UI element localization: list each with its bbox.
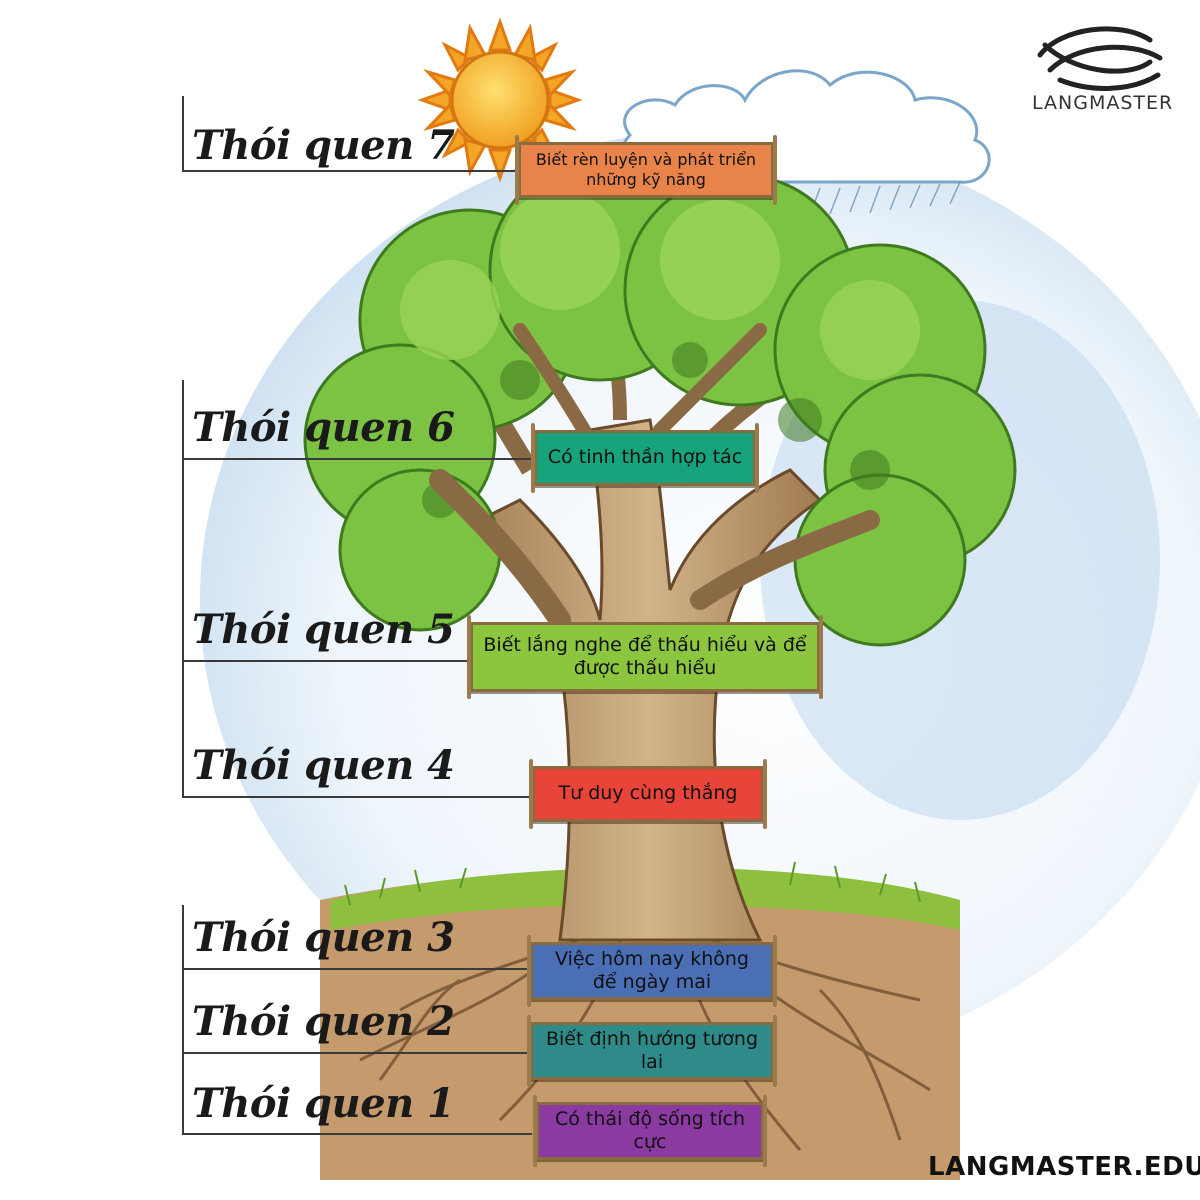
habit-4-sign-text: Tư duy cùng thắng bbox=[559, 782, 738, 805]
bracket-line-bottom bbox=[182, 905, 184, 1135]
habit-7-sign: Biết rèn luyện và phát triển những kỹ nă… bbox=[518, 142, 774, 198]
habit-3-sign: Việc hôm nay không để ngày mai bbox=[530, 942, 774, 1000]
habit-1-label: Thói quen 1 bbox=[192, 1080, 455, 1127]
connector-line-3 bbox=[182, 968, 528, 970]
habit-3-sign-text: Việc hôm nay không để ngày mai bbox=[541, 948, 763, 994]
langmaster-logo-text: LANGMASTER bbox=[1032, 92, 1173, 114]
connector-line-2 bbox=[182, 1052, 528, 1054]
habit-4-label: Thói quen 4 bbox=[192, 742, 455, 789]
site-url: LANGMASTER.EDU.VN bbox=[928, 1152, 1200, 1182]
habit-1-sign: Có thái độ sống tích cực bbox=[536, 1102, 764, 1160]
habit-2-sign-text: Biết định hướng tương lai bbox=[541, 1028, 763, 1074]
bracket-line-top bbox=[182, 96, 184, 172]
habit-3-label: Thói quen 3 bbox=[192, 914, 455, 961]
habit-7-sign-text: Biết rèn luyện và phát triển những kỹ nă… bbox=[529, 150, 763, 189]
habit-4-sign: Tư duy cùng thắng bbox=[532, 766, 764, 822]
connector-line-5 bbox=[182, 660, 467, 662]
connector-line-1 bbox=[182, 1133, 532, 1135]
habit-5-sign: Biết lắng nghe để thấu hiểu và để được t… bbox=[470, 622, 820, 692]
habit-1-sign-text: Có thái độ sống tích cực bbox=[547, 1108, 753, 1154]
habit-6-sign: Có tinh thần hợp tác bbox=[534, 430, 756, 486]
connector-line-4 bbox=[182, 796, 530, 798]
connector-line-7 bbox=[182, 170, 518, 172]
habit-7-label: Thói quen 7 bbox=[192, 122, 455, 169]
habit-5-sign-text: Biết lắng nghe để thấu hiểu và để được t… bbox=[481, 634, 809, 680]
bracket-line-middle bbox=[182, 380, 184, 798]
habit-6-sign-text: Có tinh thần hợp tác bbox=[548, 446, 742, 469]
habit-5-label: Thói quen 5 bbox=[192, 606, 455, 653]
habit-2-sign: Biết định hướng tương lai bbox=[530, 1022, 774, 1080]
habit-6-label: Thói quen 6 bbox=[192, 404, 455, 451]
habit-2-label: Thói quen 2 bbox=[192, 998, 455, 1045]
connector-line-6 bbox=[182, 458, 532, 460]
langmaster-logo-icon bbox=[1040, 29, 1160, 89]
